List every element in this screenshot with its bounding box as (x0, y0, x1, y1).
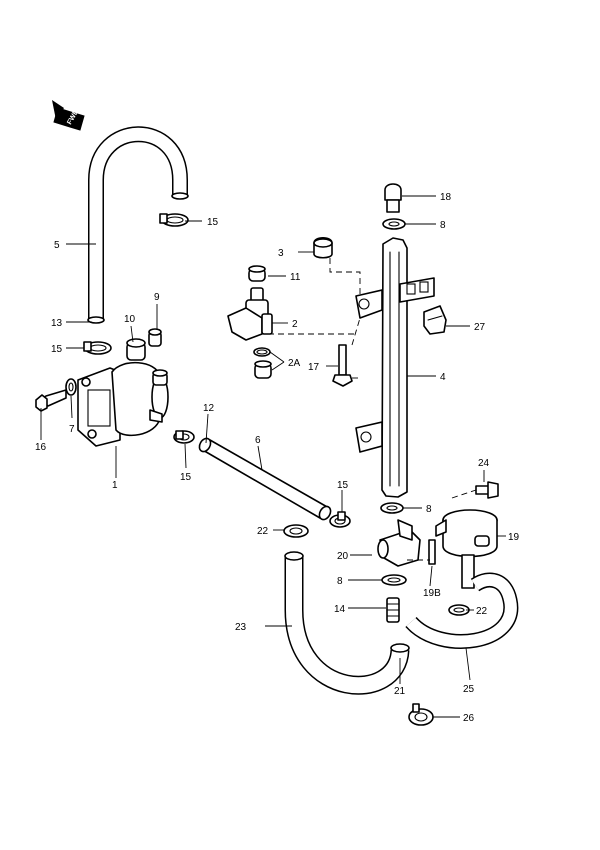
hose-part-6 (198, 437, 332, 521)
callout-16: 16 (35, 442, 47, 453)
callout-27: 27 (474, 322, 486, 333)
washer-part-8-lower (380, 502, 404, 514)
callout-12: 12 (203, 403, 215, 414)
plug-part-9 (148, 328, 162, 347)
callout-10: 10 (124, 314, 136, 325)
collar-part-10 (126, 338, 146, 361)
spacer-part-19b (428, 539, 436, 565)
fuel-pump-part-1 (77, 361, 169, 447)
callout-13: 13 (51, 318, 63, 329)
clamp-part-15-right (329, 511, 351, 528)
injector-part-2 (227, 287, 273, 341)
callout-15-right: 15 (337, 480, 349, 491)
callout-3: 3 (278, 248, 284, 259)
callout-6: 6 (255, 435, 261, 446)
callout-20: 20 (337, 551, 349, 562)
leader-lines (40, 195, 506, 718)
callout-2: 2 (292, 319, 298, 330)
washer-part-8-top (382, 218, 406, 230)
callout-labels: 5 15 9 10 13 15 7 16 1 12 6 15 15 22 23 … (35, 192, 520, 724)
callout-15-middle: 15 (180, 472, 192, 483)
sleeve-part-2a (254, 360, 272, 379)
callout-8-bottom: 8 (337, 576, 343, 587)
callout-25: 25 (463, 684, 475, 695)
callout-2a: 2A (288, 358, 301, 369)
cap-part-3 (313, 236, 333, 259)
connector-part-20 (377, 519, 421, 567)
callout-26: 26 (463, 713, 475, 724)
ring-part-11 (248, 265, 266, 282)
clamp-part-22-left (283, 524, 309, 538)
bolt-part-17 (332, 344, 353, 387)
regulator-part-19 (435, 509, 498, 589)
callout-11: 11 (290, 272, 301, 283)
washer-part-7 (65, 378, 77, 396)
bolt-part-16 (35, 389, 67, 412)
callout-24: 24 (478, 458, 490, 469)
callout-19b: 19B (423, 588, 441, 599)
washer-part-8-bottom (381, 574, 407, 586)
callout-17: 17 (308, 362, 320, 373)
callout-14: 14 (334, 604, 346, 615)
callout-4: 4 (440, 372, 446, 383)
callout-15-left: 15 (51, 344, 63, 355)
hose-part-25 (405, 572, 519, 649)
nipple-part-14 (386, 597, 400, 623)
o-ring-part-2a (253, 347, 271, 357)
callout-7: 7 (69, 424, 75, 435)
hose-part-23 (284, 551, 410, 695)
callout-8-top: 8 (440, 220, 446, 231)
callout-18: 18 (440, 192, 452, 203)
callout-8-middle: 8 (426, 504, 432, 515)
bolt-part-24 (475, 481, 499, 499)
clamp-part-15-top (159, 213, 189, 227)
callout-9: 9 (154, 292, 160, 303)
callout-22-left: 22 (257, 526, 269, 537)
callout-23: 23 (235, 622, 247, 633)
callout-1: 1 (112, 480, 118, 491)
callout-15-top: 15 (207, 217, 219, 228)
clamp-part-15-middle (173, 430, 195, 444)
bolt-part-18 (384, 183, 402, 213)
clip-part-27 (423, 305, 447, 335)
clip-part-26 (408, 703, 434, 726)
hose-part-5 (87, 126, 189, 324)
callout-21: 21 (394, 686, 406, 697)
callout-22-right: 22 (476, 606, 488, 617)
callout-5: 5 (54, 240, 60, 251)
fwd-arrow-badge: FWD (52, 100, 85, 131)
callout-19: 19 (508, 532, 520, 543)
assembly-guides (268, 258, 477, 561)
clamp-part-15-left (83, 341, 112, 355)
fuel-rail-part-4 (355, 237, 435, 498)
